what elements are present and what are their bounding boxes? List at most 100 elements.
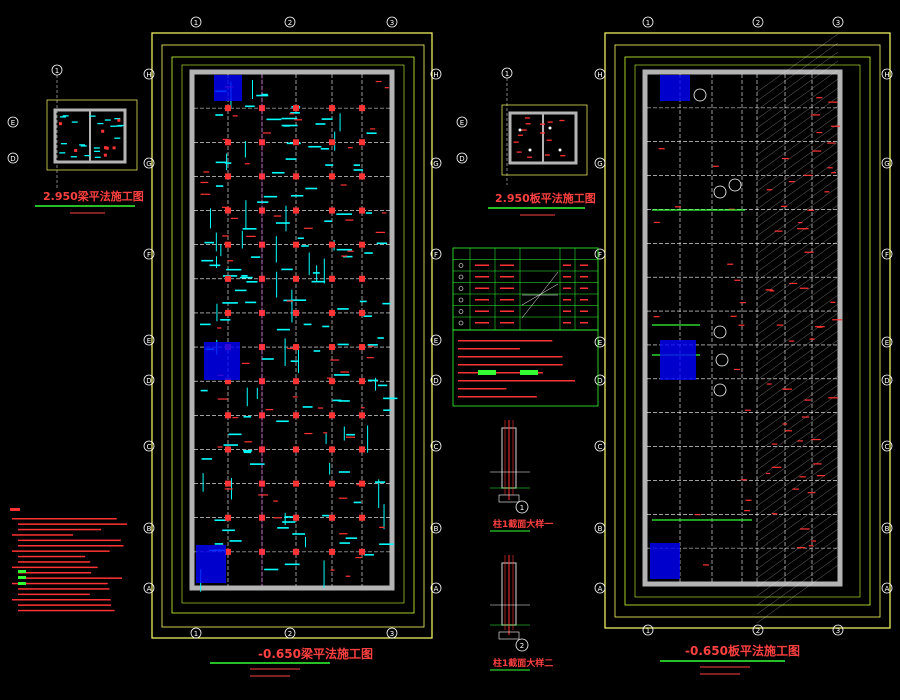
row-bubble-label: E (434, 337, 438, 345)
right-red-label (797, 440, 803, 442)
notes-line (12, 582, 108, 585)
left-beam-label-mark (332, 399, 342, 402)
col-bubble-label: 2 (288, 19, 292, 27)
table-cell-text (563, 287, 571, 289)
right-red-label (812, 150, 822, 152)
right-red-label (816, 97, 823, 99)
left-red-label (232, 417, 239, 419)
col-bubble-label: 1 (646, 19, 650, 27)
left-beam-label-mark (346, 433, 355, 436)
right-red-label (776, 324, 784, 326)
table-cell-text (563, 322, 571, 324)
right-hatch-line (756, 285, 839, 345)
right-red-label (808, 545, 814, 547)
left-sheet-frame-3 (171, 56, 415, 614)
left-beam-label-mark (337, 308, 349, 310)
right-stair-middle (660, 340, 696, 380)
right-red-label (799, 476, 806, 478)
left-column-mark (359, 173, 365, 180)
section1-marker: 1 (520, 504, 524, 512)
left-red-label (366, 357, 374, 359)
right-red-label-2 (745, 499, 752, 501)
left-beam-label-mark (229, 540, 242, 542)
right-red-label (801, 416, 810, 418)
left-red-label (360, 407, 365, 409)
left-sheet-frame-4 (181, 64, 405, 604)
detail-center-red (513, 141, 519, 143)
left-beam-label-mark (228, 433, 242, 436)
left-beam-label-mark (320, 148, 330, 150)
right-red-label-2 (727, 263, 734, 265)
row-bubble (594, 440, 606, 452)
col-bubble-label: 1 (194, 630, 198, 638)
left-beam-label-mark (204, 241, 215, 244)
left-beam-label-mark (291, 299, 307, 302)
left-red-label (232, 115, 238, 117)
col-bubble (832, 16, 844, 28)
left-red-label (262, 132, 272, 134)
left-column-marks (200, 74, 389, 586)
left-beam-label-mark (239, 276, 253, 279)
detail-center-row-e: E (460, 119, 464, 127)
left-red-label (375, 231, 385, 233)
right-red-label-2 (738, 324, 745, 326)
left-column-mark (359, 378, 365, 385)
left-beam-label-mark (201, 458, 213, 460)
right-red-label-2 (744, 510, 751, 512)
right-sheet-frame-inner (614, 44, 881, 618)
detail-left-red (101, 129, 105, 133)
left-beam-label-mark (376, 242, 388, 245)
col-bubble-label: 3 (390, 630, 394, 638)
right-hatch-line (756, 456, 839, 516)
row-bubble (143, 334, 155, 346)
right-hatch-line (756, 258, 839, 318)
row-bubble (143, 374, 155, 386)
notes-line (12, 534, 73, 536)
detail-left-cyan (62, 115, 69, 117)
table-row-marker (458, 263, 464, 268)
left-column-mark (225, 309, 231, 316)
left-stair-bottom (196, 545, 226, 583)
left-beam-label-mark (276, 420, 289, 423)
right-red-label (774, 230, 783, 232)
row-bubble-label: D (146, 377, 151, 385)
right-red-label (809, 338, 815, 340)
right-stair-top (660, 75, 690, 101)
left-beam-label-mark (222, 529, 235, 532)
left-beam-label-mark (251, 256, 261, 258)
notes-swatch (18, 576, 26, 579)
right-red-label (804, 251, 814, 253)
detail-left-row-d: D (10, 155, 15, 163)
left-column-mark (293, 105, 299, 112)
right-red-label-2 (702, 564, 709, 566)
row-bubble-label: G (146, 160, 151, 168)
left-beam-label-mark (285, 158, 297, 160)
right-hatch-line (756, 294, 839, 354)
left-column-mark (329, 139, 335, 146)
left-column-mark (359, 446, 365, 453)
right-sheet-frame-4 (634, 64, 861, 598)
notes-line (18, 604, 112, 606)
left-red-label (289, 113, 295, 115)
right-red-label (832, 319, 843, 321)
right-red-label (769, 290, 775, 292)
left-red-label (224, 488, 233, 490)
row-bubble (594, 157, 606, 169)
left-beam-label-mark (345, 537, 358, 539)
left-beam-label-mark (284, 563, 300, 566)
row-bubble-label: H (146, 71, 151, 79)
right-hatch-line (756, 366, 839, 426)
right-hatch-line (756, 168, 839, 228)
left-beam-label-mark (383, 409, 391, 412)
left-red-label (200, 193, 211, 195)
left-red-label (273, 500, 278, 502)
right-red-label (788, 340, 795, 342)
right-red-label-2 (694, 514, 701, 516)
right-red-label (784, 388, 792, 390)
right-section-circle (715, 353, 729, 367)
section-detail-1: 1 柱1截面大样一 (490, 420, 553, 532)
right-hatch-line (756, 348, 839, 408)
left-beam-label-mark (301, 245, 309, 247)
detail-left-cyan (110, 125, 117, 127)
left-column-mark (329, 446, 335, 453)
